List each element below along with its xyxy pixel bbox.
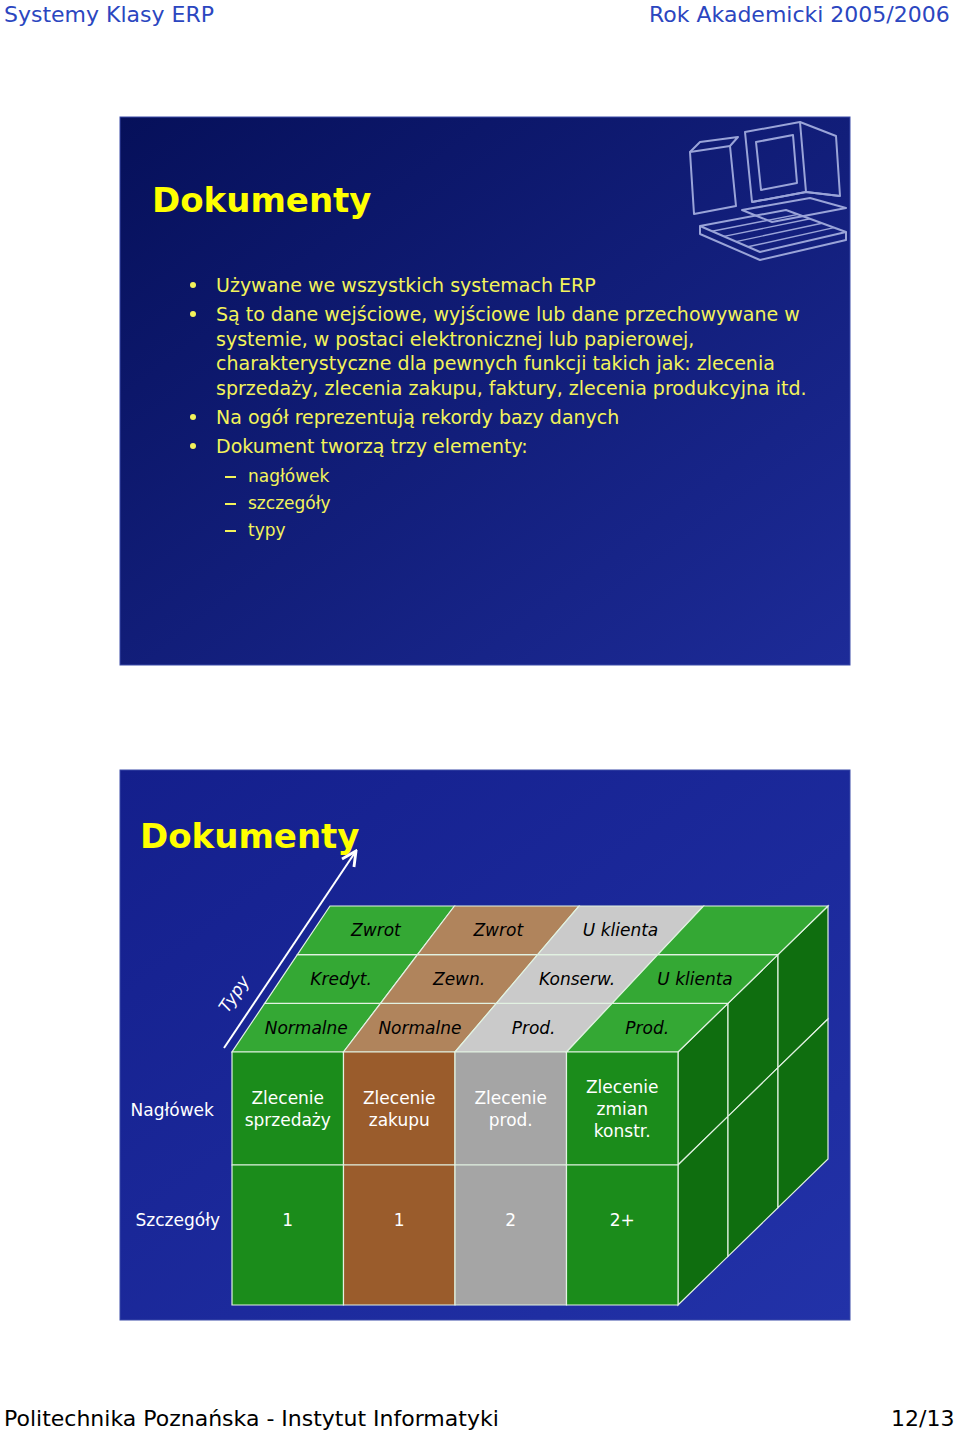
cell-text: 1 <box>282 1209 293 1231</box>
cell-text: Zlecenie prod. <box>460 1087 562 1131</box>
cube-face <box>612 955 778 1004</box>
cube-face <box>567 1165 679 1305</box>
bullet-item: Dokument tworzą trzy elementy: <box>216 434 828 459</box>
cube-face <box>728 1068 778 1257</box>
slide-title: Dokumenty <box>140 816 360 856</box>
cube-face <box>344 1052 456 1165</box>
type-cell: Prod. <box>567 1003 729 1052</box>
cell-text: Zwrot <box>351 919 401 941</box>
type-cell: Konserw. <box>496 955 658 1004</box>
type-cell: Prod. <box>455 1003 612 1052</box>
cube-face <box>455 1052 567 1165</box>
cell-text: Prod. <box>512 1017 556 1039</box>
cell-text: U klienta <box>657 968 732 990</box>
type-cell: Normalne <box>344 1003 497 1052</box>
cube-face <box>567 1052 679 1165</box>
bullet-item: Używane we wszystkich systemach ERP <box>216 273 828 298</box>
sub-item: nagłówek <box>248 463 828 490</box>
cell-text: Normalne <box>265 1017 348 1039</box>
detail-cell: 2 <box>455 1165 567 1305</box>
slide-background <box>120 770 850 1320</box>
sub-item: szczegóły <box>248 490 828 517</box>
page-footer: Politechnika Poznańska - Instytut Inform… <box>4 1406 499 1431</box>
detail-cell: 1 <box>344 1165 456 1305</box>
bullet-item: Na ogół reprezentują rekordy bazy danych <box>216 405 828 430</box>
row-label: Szczegóły <box>136 1210 221 1230</box>
cell-text: Zlecenie zakupu <box>348 1087 450 1131</box>
header-cell: Zlecenie zakupu <box>344 1052 456 1165</box>
type-cell: Zewn. <box>381 955 538 1004</box>
detail-cell: 1 <box>232 1165 344 1305</box>
type-cell: Zwrot <box>418 906 580 955</box>
slide-background <box>120 117 850 665</box>
cell-text: Zewn. <box>433 968 485 990</box>
page-header: Rok Akademicki 2005/2006 <box>649 2 950 27</box>
type-cell: Zwrot <box>297 906 454 955</box>
header-cell: Zlecenie sprzedaży <box>232 1052 344 1165</box>
type-cell: Normalne <box>232 1003 381 1052</box>
slide-panel: DokumentyUżywane we wszystkich systemach… <box>120 117 850 665</box>
cell-text: 2+ <box>610 1209 635 1231</box>
type-cell: Kredyt. <box>265 955 418 1004</box>
document-cube <box>232 906 828 1305</box>
detail-cell: 2+ <box>567 1165 679 1305</box>
cube-face <box>344 1165 456 1305</box>
row-label: Nagłówek <box>131 1100 214 1120</box>
type-cell: U klienta <box>538 906 704 955</box>
slide-panel: DokumentyZwrotZwrotU klientaKredyt.Zewn.… <box>120 770 850 1320</box>
cube-face <box>567 1003 729 1052</box>
cell-text: Normalne <box>378 1017 461 1039</box>
cell-text: U klienta <box>583 919 658 941</box>
keyboard-keys <box>712 214 834 246</box>
cell-text: Prod. <box>625 1017 669 1039</box>
types-axis-arrow <box>224 851 356 1048</box>
bullet-item: Są to dane wejściowe, wyjściowe lub dane… <box>216 302 828 400</box>
page-header: Systemy Klasy ERP <box>4 2 214 27</box>
slide-title: Dokumenty <box>152 180 372 220</box>
type-cell: U klienta <box>612 955 778 1004</box>
axis-label: Typy <box>214 972 253 1016</box>
cell-text: Zlecenie zmian konstr. <box>571 1076 673 1142</box>
cell-text: Kredyt. <box>310 968 372 990</box>
cube-face <box>658 906 828 955</box>
cell-text: 1 <box>394 1209 405 1231</box>
computer-icon <box>690 122 846 260</box>
cube-face <box>232 1052 344 1165</box>
cube-face <box>678 1116 728 1305</box>
cell-text: 2 <box>505 1209 516 1231</box>
cell-text: Zwrot <box>473 919 523 941</box>
header-cell: Zlecenie prod. <box>455 1052 567 1165</box>
sub-item: typy <box>248 517 828 544</box>
cell-text: Konserw. <box>539 968 615 990</box>
bullet-list: Używane we wszystkich systemach ERP Są to… <box>216 273 828 544</box>
cube-face <box>455 1165 567 1305</box>
cube-face <box>232 1165 344 1305</box>
cell-text: Zlecenie sprzedaży <box>237 1087 339 1131</box>
cube-face <box>778 1019 828 1208</box>
header-cell: Zlecenie zmian konstr. <box>567 1052 679 1165</box>
page-number: 12/13 <box>891 1406 954 1431</box>
